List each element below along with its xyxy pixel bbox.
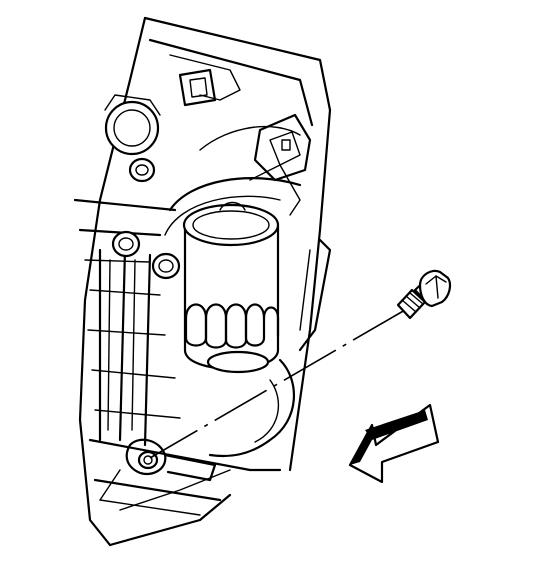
leader-line xyxy=(149,309,406,459)
engine-block-housing xyxy=(73,16,332,547)
direction-arrow xyxy=(348,403,440,484)
bolt xyxy=(396,269,452,320)
oil-filter xyxy=(182,201,280,374)
